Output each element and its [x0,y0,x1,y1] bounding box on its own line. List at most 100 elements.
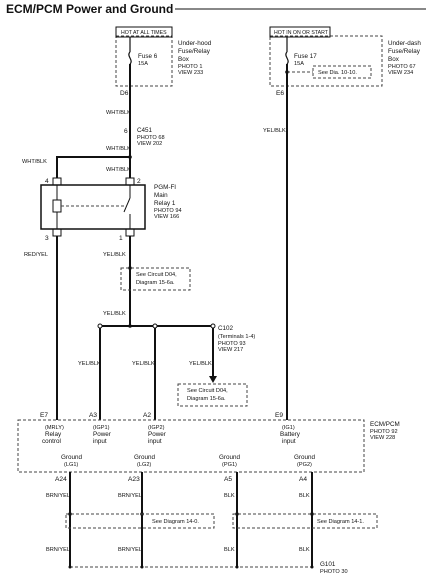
relay-switch-arm [123,197,131,213]
c451-pin: 6 [124,128,128,135]
ecm-ground-code-lg2: (LG2) [137,462,151,468]
see-diagram-14-1: See Diagram 14-1. [317,519,364,525]
ecm-input-relay: Relay [45,431,62,438]
main-relay-box [40,184,146,230]
junction-dot-circuit-d04 [128,266,132,270]
wire-label-brn-yel-3: BRN/YEL [46,547,70,553]
ecm-pcm-box [17,419,365,473]
underdash-box-name-2: Fuse/Relay [388,48,421,55]
relay-name-3: Relay 1 [154,200,176,207]
relay-name-2: Main [154,192,168,199]
ecm-ground-lg2: Ground [134,454,156,461]
underdash-box-view: VIEW 234 [388,70,413,76]
wire-label-blk-3: BLK [224,547,235,553]
relay-pin2-terminal [125,177,135,186]
wire-label-blk-1: BLK [224,493,235,499]
relay-pin4: 4 [45,178,49,185]
ecm-pin-a2: A2 [143,412,151,419]
wire-label-wht-blk-4: WHT/BLK [106,167,131,173]
wire-label-brn-yel-4: BRN/YEL [118,547,142,553]
ecm-pin-a23: A23 [128,476,140,483]
c102-terminal-1 [97,323,103,329]
fuse6-name: Fuse 6 [138,53,158,60]
ecm-pcm-view: VIEW 228 [370,435,395,441]
wht-blk-to-pin4 [56,156,130,178]
ground-dot-4 [310,565,314,569]
see-diagram-14-0: See Diagram 14-0. [152,519,199,525]
see-diagram-14-1-box [232,513,378,529]
ecm-input-power-1: Power [93,431,111,438]
see-circuit-d04-a-box [120,267,191,291]
relay-pin3-terminal [52,228,62,237]
junction-dot-14-0-a [68,512,72,516]
see-circuit-d04-a-2: Diagram 15-6a. [136,280,175,286]
wire-label-blk-2: BLK [299,493,310,499]
underhood-box-outline [115,35,173,87]
relay-name-1: PGM-FI [154,184,176,191]
relay-pin1: 1 [119,235,123,242]
c451-name: C451 [137,127,153,134]
see-dia-10-10: See Dia. 10-10. [318,70,357,76]
relay-pin3: 3 [45,235,49,242]
ecm-ground-code-pg2: (PG2) [297,462,312,468]
ground-dot-3 [235,565,239,569]
wire-label-yel-blk-3: YEL/BLK [78,361,101,367]
fuse17-name: Fuse 17 [294,53,317,60]
see-diagram-14-0-box [65,513,215,529]
arrow-down-icon [209,376,217,383]
underdash-fuse-box: HOT IN ON OR START Under-dash Fuse/Relay… [269,26,421,87]
wire-label-brn-yel-1: BRN/YEL [46,493,70,499]
ecm-pin-e7: E7 [40,412,48,419]
ecm-ground-code-lg1: (LG1) [64,462,78,468]
underhood-fuse-box: HOT AT ALL TIMES Under-hood Fuse/Relay B… [115,26,212,87]
ecm-input-input-3: input [282,438,296,445]
ecm-pin-a5: A5 [224,476,232,483]
ecm-pcm-name: ECM/PCM [370,421,400,428]
ecm-input-battery: Battery [280,431,301,438]
c102-name: C102 [218,325,234,332]
underdash-box-outline [269,35,383,87]
c102-view: VIEW 217 [218,347,243,353]
fuse17-rating: 15A [294,61,304,67]
relay-view: VIEW 166 [154,214,179,220]
pin-d6: D6 [120,90,129,97]
relay-coil [52,199,62,213]
ecm-input-code-igp2: (IGP2) [148,425,165,431]
ecm-input-power-2: Power [148,431,166,438]
c102-terminal-3 [210,323,216,329]
wire-label-yel-blk-5: YEL/BLK [189,361,212,367]
ecm-ground-pg1: Ground [219,454,241,461]
underhood-box-name-2: Fuse/Relay [178,48,211,55]
wire-label-brn-yel-2: BRN/YEL [118,493,142,499]
ground-dot-2 [140,565,144,569]
wire-label-blk-4: BLK [299,547,310,553]
c451-view: VIEW 202 [137,141,162,147]
hot-in-on-or-start-label: HOT IN ON OR START [274,30,329,36]
fuse17-symbol [285,51,289,65]
hot-in-on-or-start-header [269,26,331,38]
relay-pin2: 2 [137,178,141,185]
ecm-pin-a4: A4 [299,476,307,483]
underdash-box-name-3: Box [388,56,400,63]
c102-terminal-2 [152,323,158,329]
fuse6-rating: 15A [138,61,148,67]
junction-dot-14-1-a [235,512,239,516]
ecm-input-input-2: input [148,438,162,445]
pin-e6: E6 [276,90,284,97]
wire-label-wht-blk-3: WHT/BLK [22,159,47,165]
ground-dot-1 [68,565,72,569]
wire-label-wht-blk-2: WHT/BLK [106,146,131,152]
wire-label-yel-blk-1: YEL/BLK [103,252,126,258]
underdash-box-name-1: Under-dash [388,40,421,47]
wire-label-yel-blk-6: YEL/BLK [263,128,286,134]
ecm-ground-code-pg1: (PG1) [222,462,237,468]
hot-at-all-times-label: HOT AT ALL TIMES [121,30,167,36]
wire-label-yel-blk-2: YEL/BLK [103,311,126,317]
junction-dot-14-1-b [310,512,314,516]
ecm-input-code-igp1: (IGP1) [93,425,110,431]
wire-label-wht-blk-1: WHT/BLK [106,110,131,116]
see-circuit-d04-b-1: See Circuit D04, [187,388,228,394]
c451-photo: PHOTO 68 [137,135,165,141]
relay-photo: PHOTO 94 [154,208,182,214]
